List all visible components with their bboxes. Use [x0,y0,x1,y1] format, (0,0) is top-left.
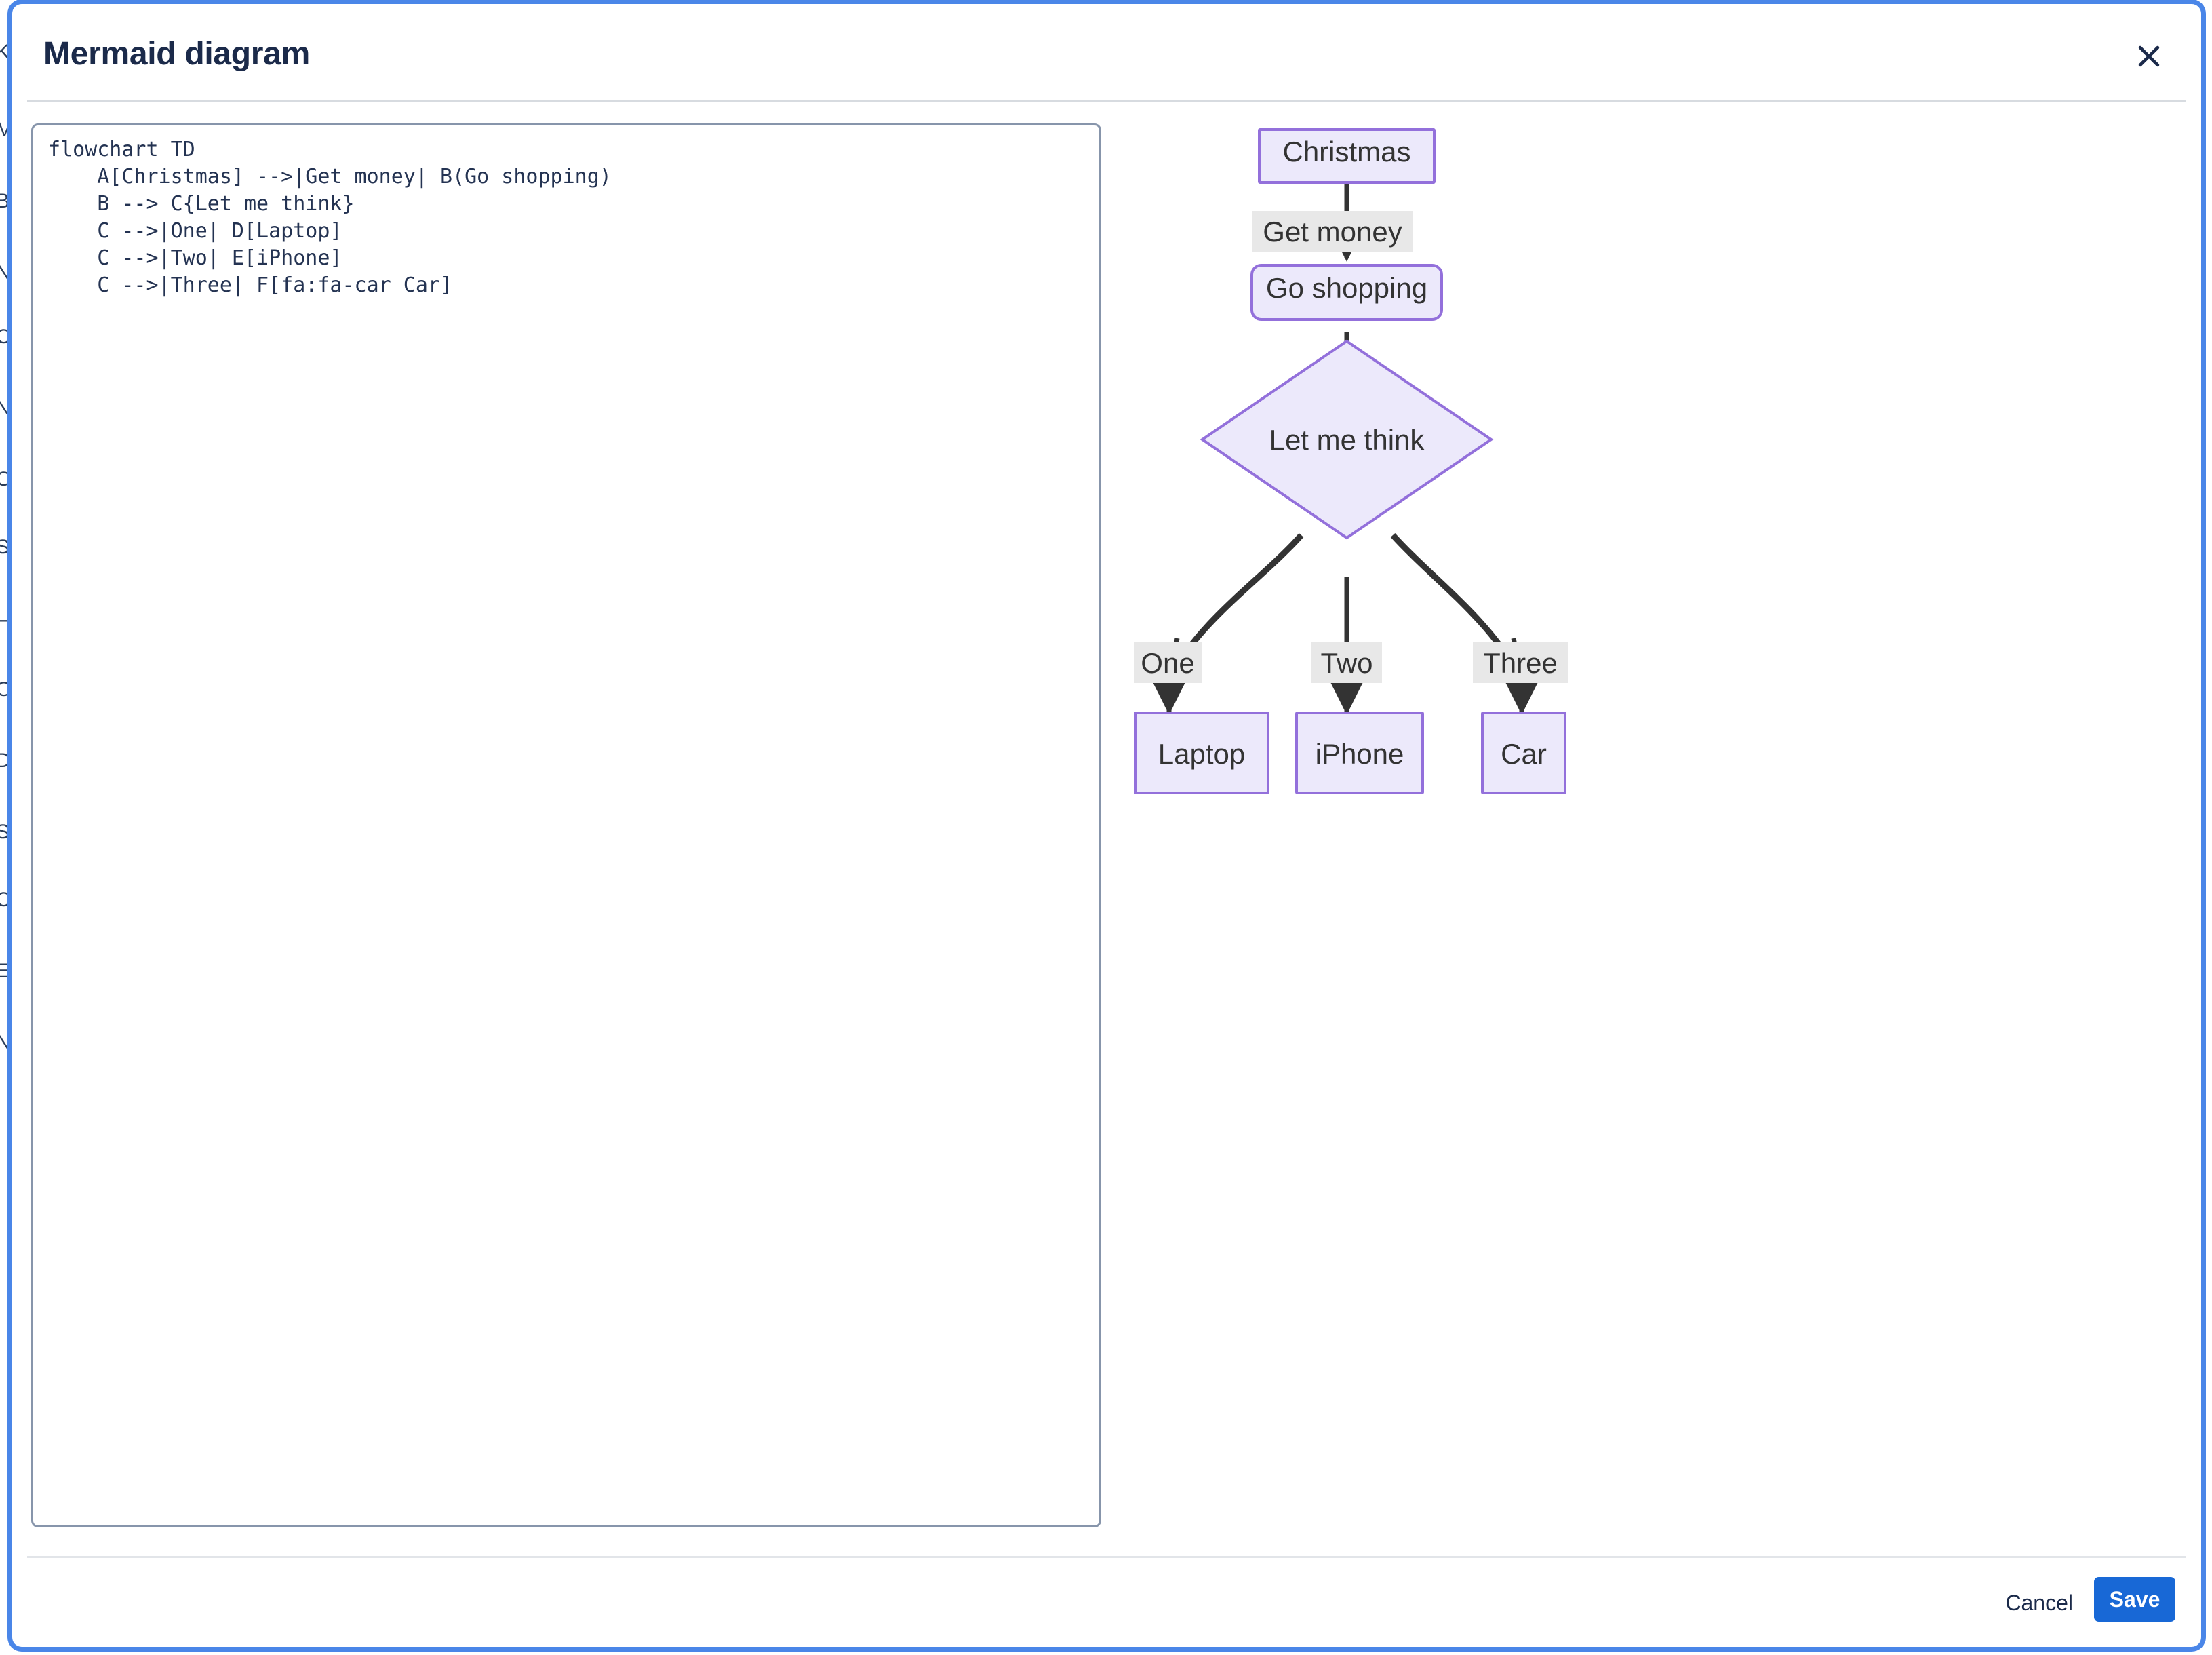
save-button[interactable]: Save [2094,1577,2175,1622]
background-text: H [0,610,11,633]
header-divider [27,100,2186,102]
background-text: D [0,749,11,772]
node-let-me-think[interactable]: Let me think [1200,339,1494,540]
node-go-shopping[interactable]: Go shopping [1250,264,1443,321]
dialog-footer: Cancel Save [12,1558,2201,1647]
node-car[interactable]: Car [1481,712,1566,794]
edge-label-text: Three [1483,647,1558,679]
background-text: O [0,678,12,701]
mermaid-code-input[interactable] [31,123,1101,1527]
dialog-body: Christmas Go shopping Let me think Lapto… [12,102,2201,1554]
edge-c-to-d [1152,533,1304,715]
edge-label-get-money: Get money [1252,211,1413,252]
edge-label-text: Two [1320,647,1372,679]
diagram-preview: Christmas Go shopping Let me think Lapto… [1101,102,2201,1554]
edge-c-to-f [1390,532,1539,715]
node-label: Go shopping [1266,272,1427,304]
edge-label-one: One [1134,642,1202,683]
background-text: C [0,889,11,911]
node-label: Christmas [1282,136,1410,168]
close-button[interactable] [2125,33,2173,80]
background-text: N [0,1031,11,1053]
node-label: Laptop [1158,738,1245,770]
background-text: M [0,119,13,141]
node-iphone[interactable]: iPhone [1295,712,1424,794]
node-label: Let me think [1269,424,1425,456]
background-text: N [0,397,11,419]
footer-divider [27,1556,2186,1558]
node-laptop[interactable]: Laptop [1134,712,1269,794]
edge-label-text: One [1141,647,1194,679]
background-text: C [0,468,11,490]
node-label: iPhone [1316,738,1404,770]
page-title: Mermaid diagram [43,36,310,72]
dialog-header: Mermaid diagram [12,4,2201,100]
background-text: E [0,960,10,982]
mermaid-diagram-dialog: Mermaid diagram [12,4,2201,1647]
mermaid-svg: Christmas Go shopping Let me think Lapto… [1134,128,1568,794]
background-text: B [0,190,10,212]
cancel-button[interactable]: Cancel [1996,1584,2082,1622]
edge-label-two: Two [1311,642,1382,683]
close-icon [2138,45,2160,67]
node-label: Car [1501,738,1547,770]
background-text: N [0,261,11,284]
edge-label-text: Get money [1263,216,1402,248]
edge-label-three: Three [1473,642,1568,683]
node-christmas[interactable]: Christmas [1258,128,1436,184]
